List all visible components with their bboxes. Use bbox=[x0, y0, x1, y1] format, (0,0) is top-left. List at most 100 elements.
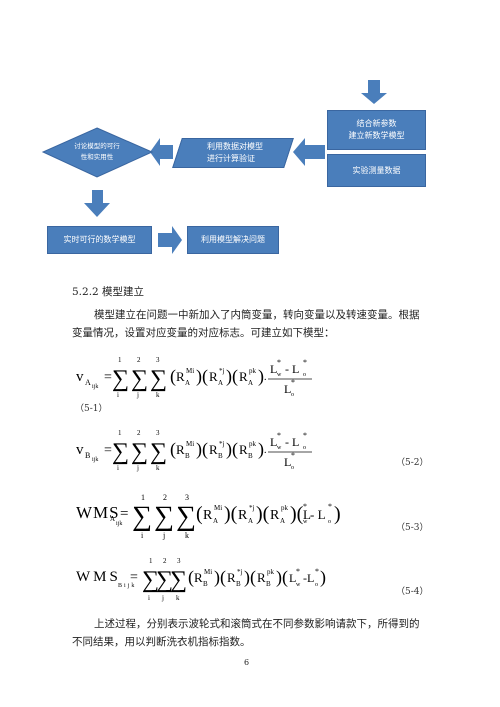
svg-text:=: = bbox=[104, 370, 112, 385]
svg-text:o: o bbox=[328, 519, 331, 525]
svg-text:3: 3 bbox=[177, 557, 181, 565]
intro-paragraph: 模型建立在问题一中新加入了内筒变量，转向变量以及转速变量。根据变量情况，设置对应… bbox=[72, 309, 420, 339]
svg-text:2: 2 bbox=[163, 557, 167, 565]
svg-text:*j: *j bbox=[219, 440, 225, 448]
svg-text:)(: )( bbox=[226, 366, 238, 387]
arrow-down-top bbox=[361, 80, 387, 104]
svg-text:B: B bbox=[248, 452, 253, 460]
svg-text:*: * bbox=[296, 567, 300, 576]
svg-text:j: j bbox=[162, 531, 165, 540]
svg-text:R: R bbox=[209, 369, 218, 384]
svg-text:.: . bbox=[264, 445, 267, 456]
svg-text:)(: )( bbox=[256, 503, 270, 525]
arrow-left-to-discuss bbox=[150, 138, 173, 166]
new-model-box: 结合新参数 建立新数学模型 bbox=[327, 110, 426, 150]
svg-text:w: w bbox=[296, 582, 301, 588]
arrow-down-diamond bbox=[84, 190, 110, 217]
flowchart bbox=[41, 80, 387, 254]
svg-text:WMS: WMS bbox=[76, 569, 121, 585]
svg-text:∑: ∑ bbox=[112, 366, 129, 392]
svg-text:R: R bbox=[209, 442, 218, 457]
verify-line2: 进行计算验证 bbox=[207, 154, 256, 163]
svg-text:k: k bbox=[176, 594, 180, 602]
svg-text:i: i bbox=[117, 464, 119, 472]
verify-box: 利用数据对模型 进行计算验证 bbox=[172, 138, 294, 168]
svg-text:∑: ∑ bbox=[154, 501, 174, 532]
new-model-line1: 结合新参数 bbox=[356, 119, 397, 128]
svg-text:o: o bbox=[291, 465, 294, 471]
svg-text:L: L bbox=[284, 455, 291, 469]
svg-text:WMS: WMS bbox=[76, 503, 120, 522]
svg-text:L: L bbox=[270, 362, 277, 376]
svg-text:1: 1 bbox=[149, 557, 153, 565]
svg-text:*: * bbox=[328, 502, 332, 511]
svg-text:w: w bbox=[277, 372, 282, 378]
svg-text:Mi: Mi bbox=[214, 504, 222, 512]
svg-text:*: * bbox=[303, 431, 307, 440]
equation-5-3-tail: * w - L * o ) bbox=[303, 502, 341, 525]
svg-text:o: o bbox=[303, 372, 306, 378]
svg-text:.: . bbox=[264, 372, 267, 383]
svg-text:Bijk: Bijk bbox=[118, 583, 136, 589]
svg-text:*j: *j bbox=[219, 367, 225, 375]
svg-text:v: v bbox=[76, 442, 84, 458]
svg-text:*: * bbox=[277, 358, 281, 367]
svg-text:)(: )( bbox=[290, 503, 304, 525]
svg-text:(: ( bbox=[188, 567, 194, 588]
measured-data-label: 实验测量数据 bbox=[352, 165, 401, 175]
svg-text:R: R bbox=[203, 508, 213, 523]
solve-problem-label: 利用模型解决问题 bbox=[201, 235, 265, 244]
measured-data-box: 实验测量数据 bbox=[327, 154, 426, 187]
svg-text:)(: )( bbox=[214, 567, 226, 588]
page-number: 6 bbox=[244, 658, 250, 667]
svg-text:∑: ∑ bbox=[131, 366, 148, 392]
svg-text:o: o bbox=[315, 582, 318, 588]
svg-text:j: j bbox=[161, 594, 164, 602]
equation-5-4-tail: o ) bbox=[315, 567, 326, 588]
svg-text:)(: )( bbox=[244, 567, 256, 588]
svg-text:(: ( bbox=[170, 366, 176, 387]
svg-text:)(: )( bbox=[226, 439, 238, 460]
svg-text:*: * bbox=[303, 502, 307, 511]
new-model-line2: 建立新数学模型 bbox=[348, 131, 405, 140]
svg-text:1: 1 bbox=[118, 356, 122, 364]
svg-text:∑: ∑ bbox=[170, 567, 187, 593]
svg-text:pk: pk bbox=[281, 504, 289, 512]
svg-text:2: 2 bbox=[163, 493, 167, 502]
svg-text:R: R bbox=[227, 570, 236, 585]
svg-text:2: 2 bbox=[137, 429, 141, 437]
svg-text:- L: - L bbox=[285, 362, 299, 376]
equation-5-4: WMS Bijk = 1 ∑ i 2 ∑ j 3 ∑ k ( R B Mi )(… bbox=[76, 557, 319, 602]
svg-text:- L: - L bbox=[285, 435, 299, 449]
svg-text:(: ( bbox=[196, 503, 203, 525]
svg-text:L: L bbox=[284, 382, 291, 396]
conclusion-paragraph: 上述过程，分别表示波轮式和滚筒式在不同参数影响请款下，所得到的不同结果，用以判断… bbox=[72, 618, 420, 648]
svg-text:i: i bbox=[148, 594, 150, 602]
svg-text:R: R bbox=[270, 508, 280, 523]
svg-text:3: 3 bbox=[156, 429, 160, 437]
svg-text:∑: ∑ bbox=[142, 567, 159, 593]
svg-text:v: v bbox=[76, 369, 84, 385]
svg-text:): ) bbox=[320, 567, 326, 588]
svg-text:*: * bbox=[291, 378, 295, 387]
svg-text:pk: pk bbox=[267, 568, 275, 576]
svg-text:A: A bbox=[213, 517, 218, 525]
svg-text:w: w bbox=[303, 519, 308, 525]
svg-text:R: R bbox=[176, 369, 185, 384]
feasible-model-label: 实时可行的数学模型 bbox=[63, 235, 136, 244]
svg-text:L: L bbox=[303, 507, 311, 522]
equation-label-5-4: （5-4） bbox=[396, 587, 429, 597]
svg-text:∑: ∑ bbox=[150, 439, 167, 465]
svg-text:∑: ∑ bbox=[150, 366, 167, 392]
svg-text:pk: pk bbox=[249, 367, 257, 375]
svg-text:R: R bbox=[257, 570, 266, 585]
svg-text:∑: ∑ bbox=[156, 567, 173, 593]
equation-5-1: v A ijk = 1 ∑ i 2 ∑ j 3 ∑ k ( R A Mi )( … bbox=[76, 356, 312, 399]
svg-text:R: R bbox=[194, 570, 203, 585]
svg-text:=: = bbox=[130, 570, 138, 585]
svg-text:k: k bbox=[156, 464, 160, 472]
verify-line1: 利用数据对模型 bbox=[206, 142, 263, 151]
svg-text:pk: pk bbox=[249, 440, 257, 448]
svg-text:∑: ∑ bbox=[132, 501, 152, 532]
svg-text:B: B bbox=[185, 452, 190, 460]
